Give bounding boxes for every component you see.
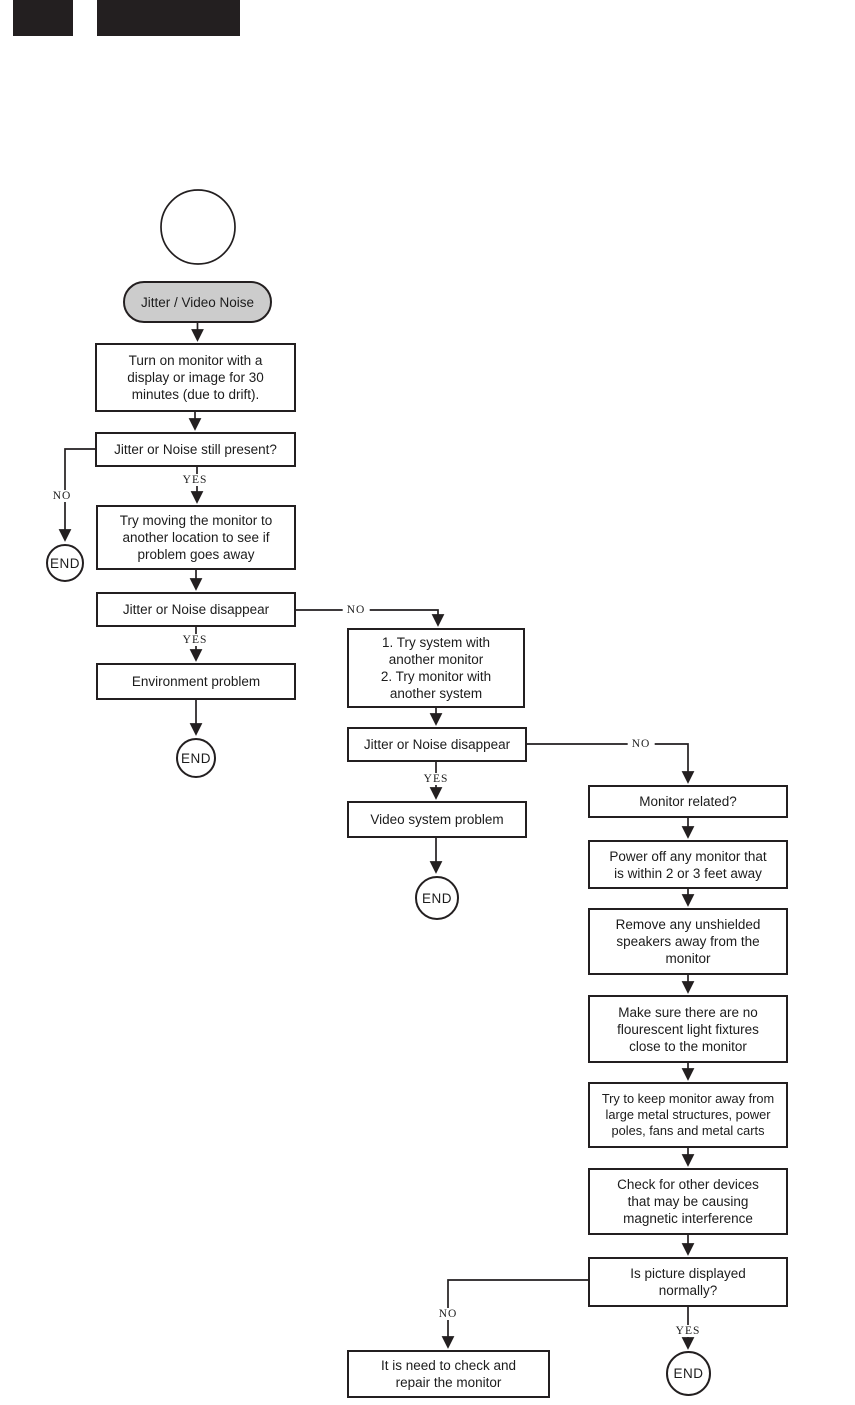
node-jitter-still-present: Jitter or Noise still present?: [95, 432, 296, 467]
branch-label-yes-4: YES: [671, 1325, 705, 1337]
node-jitter-disappear-2: Jitter or Noise disappear: [347, 727, 527, 762]
start-terminator: Jitter / Video Noise: [123, 281, 272, 323]
node-keep-away-metal: Try to keep monitor away from large meta…: [588, 1082, 788, 1148]
node-jitter-disappear-1: Jitter or Noise disappear: [96, 592, 296, 627]
node-remove-unshielded-speakers: Remove any unshielded speakers away from…: [588, 908, 788, 975]
node-no-fluorescent-fixtures: Make sure there are no flourescent light…: [588, 995, 788, 1063]
node-turn-on-monitor: Turn on monitor with a display or image …: [95, 343, 296, 412]
end-terminator-4: END: [666, 1351, 711, 1396]
edge-disappear1-no-to-try-system: [295, 609, 445, 627]
redacted-block: [13, 0, 73, 36]
end-terminator-2: END: [176, 738, 216, 778]
node-monitor-related: Monitor related?: [588, 785, 788, 818]
branch-label-no-2: NO: [342, 604, 370, 616]
branch-label-no-1: NO: [48, 490, 76, 502]
branch-label-yes-2: YES: [178, 634, 212, 646]
node-try-system-monitor-swap: 1. Try system with another monitor 2. Tr…: [347, 628, 525, 708]
node-power-off-nearby-monitor: Power off any monitor that is within 2 o…: [588, 840, 788, 889]
node-check-and-repair-monitor: It is need to check and repair the monit…: [347, 1350, 550, 1398]
end-terminator-3: END: [415, 876, 459, 920]
node-picture-displayed-normally: Is picture displayed normally?: [588, 1257, 788, 1307]
redacted-block: [97, 0, 240, 36]
branch-label-yes-1: YES: [178, 474, 212, 486]
edge-still-present-no-to-end1: [58, 448, 95, 542]
node-environment-problem: Environment problem: [96, 663, 296, 700]
branch-label-yes-3: YES: [419, 773, 453, 785]
end-terminator-1: END: [46, 544, 84, 582]
page-reference-circle: [160, 189, 236, 265]
node-try-moving-monitor: Try moving the monitor to another locati…: [96, 505, 296, 570]
node-video-system-problem: Video system problem: [347, 801, 527, 838]
edge-disappear2-no-to-monitor-related: [527, 743, 695, 784]
branch-label-no-3: NO: [627, 738, 655, 750]
branch-label-no-4: NO: [434, 1308, 462, 1320]
edge-picture-normal-no-to-repair: [441, 1279, 588, 1349]
node-check-magnetic-interference: Check for other devices that may be caus…: [588, 1168, 788, 1235]
